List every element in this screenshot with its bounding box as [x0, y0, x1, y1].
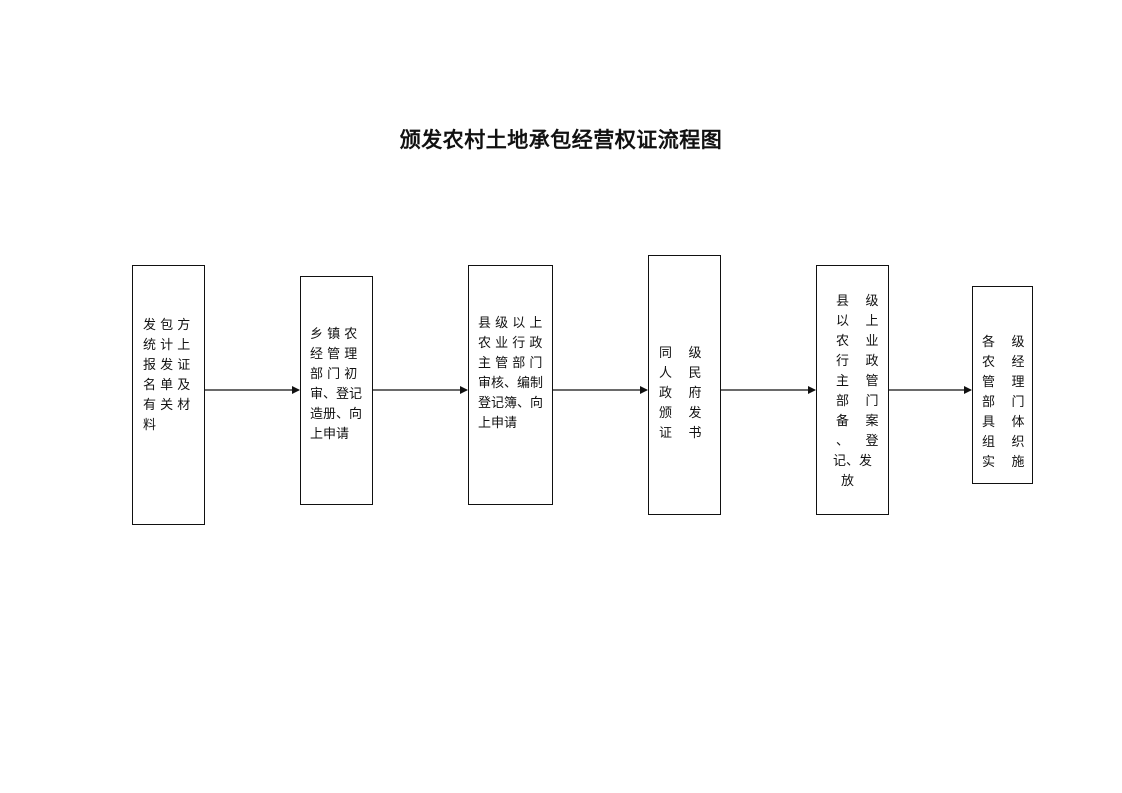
step-2-line: 乡 镇 农 — [310, 327, 358, 342]
step-6-line: 组 织 — [982, 435, 1025, 450]
step-2-line: 造册、向 — [310, 407, 363, 422]
diagram-title: 颁发农村土地承包经营权证流程图 — [399, 127, 723, 152]
step-5-line: 备 案 — [836, 414, 879, 429]
step-5-line: 记、发 — [833, 454, 873, 469]
step-2-line: 上申请 — [310, 427, 350, 442]
step-1-line: 发 包 方 — [143, 318, 191, 333]
step-5-line: 行 政 — [836, 354, 879, 369]
step-6-line: 实 施 — [982, 455, 1025, 470]
step-3-line: 主 管 部 门 — [478, 356, 543, 371]
step-3-line: 上申请 — [478, 416, 518, 431]
step-6-line: 各 级 — [982, 335, 1025, 350]
step-4-line: 同 级 — [659, 346, 702, 361]
step-2-line: 审、登记 — [310, 387, 363, 402]
step-6-line: 管 理 — [982, 375, 1025, 390]
step-5-line: 以 上 — [836, 314, 879, 329]
step-1-line: 料 — [143, 418, 157, 433]
step-1-line: 有 关 材 — [143, 398, 191, 413]
step-3-line: 登记簿、向 — [478, 396, 544, 411]
step-3-line: 农 业 行 政 — [478, 336, 543, 351]
step-1-line: 名 单 及 — [143, 378, 191, 393]
step-4-line: 人 民 — [659, 366, 702, 381]
step-box-4: 同 级 人 民 政 府 颁 发 证 书 — [648, 255, 721, 515]
step-1-line: 报 发 证 — [143, 358, 191, 373]
step-6-line: 农 经 — [982, 355, 1025, 370]
step-2-line: 部 门 初 — [310, 367, 358, 382]
step-5-line: 主 管 — [836, 374, 879, 389]
step-box-1: 发 包 方 统 计 上 报 发 证 名 单 及 有 关 材 料 — [132, 265, 205, 525]
step-3-line: 审核、编制 — [478, 376, 544, 391]
step-6-line: 部 门 — [982, 395, 1025, 410]
step-3-line: 县 级 以 上 — [478, 316, 543, 331]
step-6-line: 具 体 — [982, 415, 1025, 430]
step-4-line: 政 府 — [659, 386, 702, 401]
step-2-line: 经 管 理 — [310, 347, 358, 362]
step-box-3: 县 级 以 上 农 业 行 政 主 管 部 门 审核、编制 登记簿、向 上申请 — [468, 265, 553, 505]
step-box-2: 乡 镇 农 经 管 理 部 门 初 审、登记 造册、向 上申请 — [300, 276, 373, 505]
step-5-line: 、 登 — [836, 434, 879, 449]
step-1-line: 统 计 上 — [143, 338, 191, 353]
step-5-line: 农 业 — [836, 334, 879, 349]
step-4-line: 颁 发 — [659, 406, 702, 421]
step-box-6: 各 级 农 经 管 理 部 门 具 体 组 织 实 施 — [972, 286, 1033, 484]
step-5-line: 放 — [841, 474, 855, 489]
step-5-line: 部 门 — [836, 394, 879, 409]
step-5-line: 县 级 — [836, 294, 879, 309]
step-box-5: 县 级 以 上 农 业 行 政 主 管 部 门 备 案 、 登 记、发 放 — [816, 265, 889, 515]
step-4-line: 证 书 — [659, 426, 702, 441]
